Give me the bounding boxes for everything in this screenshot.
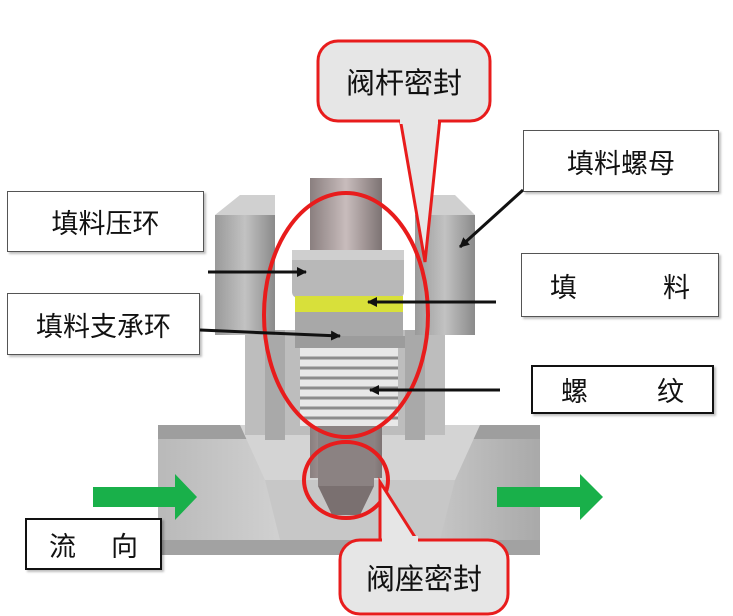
thread-label-left: 螺 — [561, 377, 588, 408]
pipe-body — [158, 425, 540, 555]
packing-nut-label: 填料螺母 — [523, 130, 719, 192]
valve-stem — [310, 178, 382, 478]
pointer-arrows — [199, 188, 525, 395]
valve-seat-seal-label: 阀座密封 — [365, 562, 482, 596]
packing-gland-shape — [292, 250, 404, 298]
thread-label: 螺 纹 — [531, 365, 714, 414]
packing-label: 填 料 — [521, 253, 719, 317]
flow-arrow-right — [497, 474, 603, 520]
packing-label-left: 填 — [550, 272, 577, 304]
packing-support-ring-label: 填料支承环 — [7, 293, 200, 355]
packing-label-right: 料 — [663, 272, 690, 304]
flow-arrow-left — [93, 474, 197, 520]
flow-label-right: 向 — [111, 531, 138, 563]
packing-band — [295, 296, 403, 338]
seat-seal-highlight — [302, 440, 390, 520]
stem-seal-highlight — [262, 191, 430, 439]
bonnet — [245, 330, 445, 440]
seat-shape — [318, 426, 374, 515]
packing-gland-label: 填料压环 — [7, 191, 204, 252]
thread-shape — [300, 348, 398, 426]
support-ring-shape — [295, 336, 405, 348]
packing-nut-shape — [215, 195, 475, 335]
flow-direction-label: 流 向 — [25, 518, 162, 570]
flow-label-left: 流 — [49, 531, 76, 563]
valve-stem-seal-label: 阀杆密封 — [345, 66, 462, 100]
thread-label-right: 纹 — [657, 377, 684, 408]
